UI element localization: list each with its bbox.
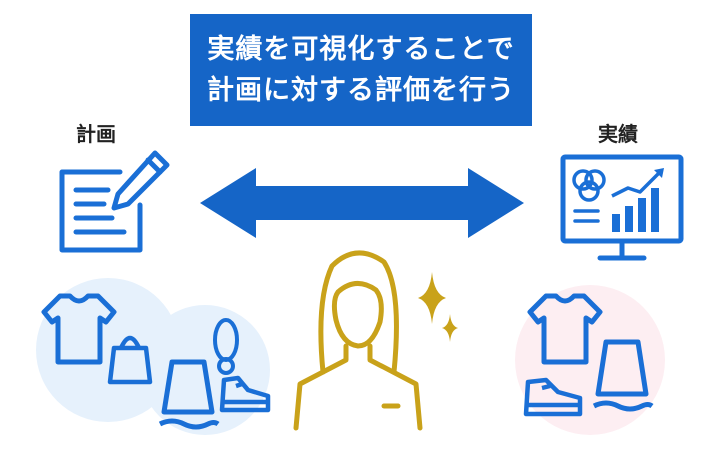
headline-line-1: 実績を可視化することで	[207, 34, 515, 65]
tshirt-icon	[41, 293, 117, 365]
headline-banner: 実績を可視化することで 計画に対する評価を行う	[190, 14, 532, 126]
skirt-icon	[592, 339, 654, 412]
monitor-chart-icon	[560, 154, 684, 261]
skirt-icon	[158, 359, 220, 430]
bag-icon	[107, 335, 153, 385]
sparkle-icon	[418, 272, 458, 342]
right-bubble	[515, 285, 665, 435]
woman-icon	[293, 250, 423, 431]
necklace-icon	[213, 318, 239, 375]
plan-label: 計画	[76, 122, 116, 146]
sneaker-icon	[523, 377, 583, 417]
document-pencil-icon	[59, 150, 170, 253]
double-arrow-icon	[200, 168, 524, 238]
sneaker-icon	[219, 375, 271, 413]
headline-line-2: 計画に対する評価を行う	[207, 75, 515, 106]
tshirt-icon	[527, 293, 603, 365]
result-label: 実績	[598, 122, 638, 146]
